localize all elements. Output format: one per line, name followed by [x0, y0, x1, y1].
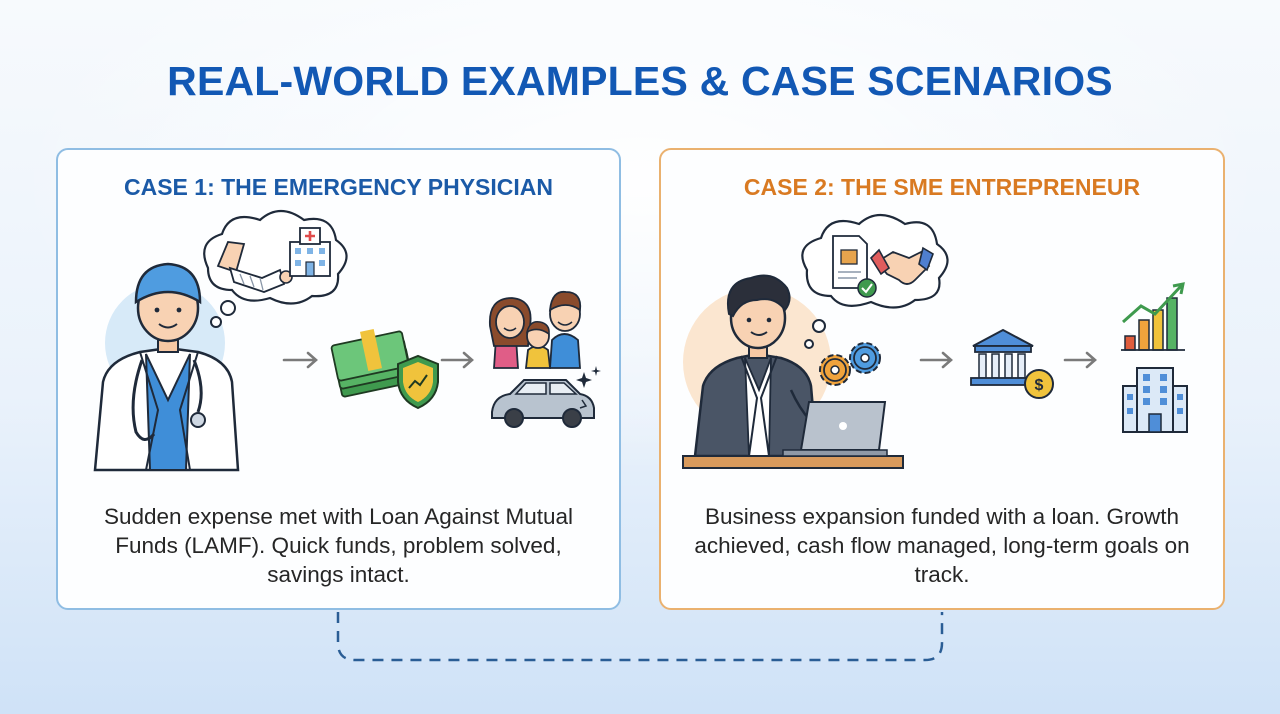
bank-icon: $ — [970, 328, 1054, 399]
page-title: REAL-WORLD EXAMPLES & CASE SCENARIOS — [167, 58, 1113, 104]
case-2-title: CASE 2: THE SME ENTREPRENEUR — [743, 174, 1141, 200]
growth-chart-icon — [1121, 282, 1185, 351]
family-icon — [489, 290, 582, 369]
arrow-right-icon — [440, 351, 474, 369]
case-1-card: CASE 1: THE EMERGENCY PHYSICIAN — [56, 148, 621, 610]
gears-icon — [819, 342, 881, 386]
cash-shield-icon — [330, 328, 439, 410]
entrepreneur-icon — [693, 274, 838, 458]
case-1-illustration — [93, 209, 601, 472]
case-1-title: CASE 1: THE EMERGENCY PHYSICIAN — [124, 174, 553, 200]
svg-text:$: $ — [1035, 377, 1044, 394]
arrow-right-icon — [919, 351, 953, 369]
laptop-icon — [782, 401, 888, 457]
case-1-description: Sudden expense met with Loan Against Mut… — [103, 504, 574, 587]
case-2-illustration: $ — [682, 213, 1188, 469]
injured-arm-icon — [216, 241, 293, 293]
car-icon — [491, 366, 601, 428]
office-building-icon — [1122, 367, 1188, 433]
arrow-right-icon — [1063, 351, 1097, 369]
doctor-icon — [93, 262, 240, 472]
arrow-right-icon — [282, 351, 318, 369]
case-2-card: CASE 2: THE SME ENTREPRENEUR — [659, 148, 1225, 610]
handshake-icon — [869, 246, 934, 285]
document-check-icon — [832, 235, 877, 298]
desk — [682, 455, 904, 469]
hospital-icon — [289, 227, 331, 277]
case-2-description: Business expansion funded with a loan. G… — [694, 504, 1190, 587]
